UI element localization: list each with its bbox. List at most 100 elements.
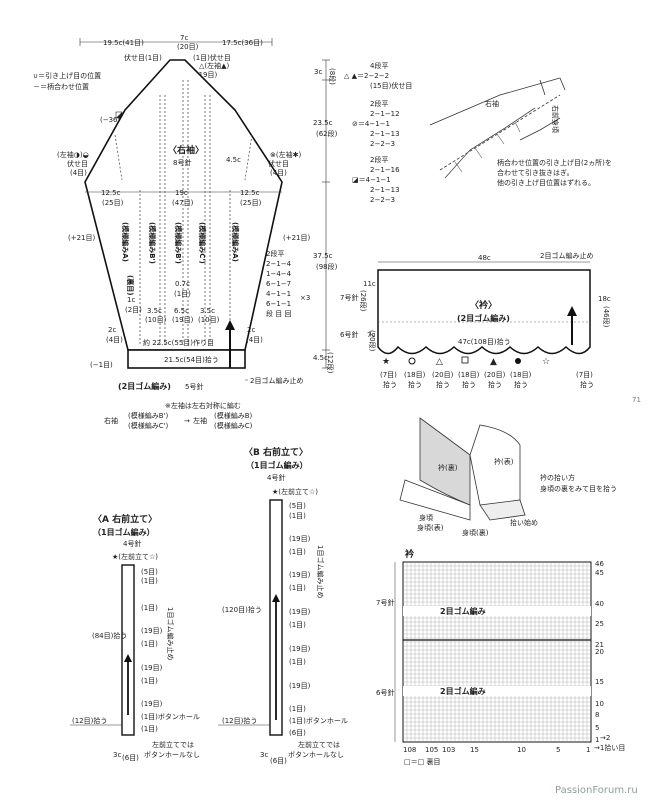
pick-5: (20目) [484,371,506,379]
marker-circle-icon [408,357,416,365]
collar-needle-6: 6号針 [340,330,358,339]
collar-chart: 衿 2目ゴム編み 2目ゴム編み 7号針 6号針 46 45 40 25 21 2… [376,548,625,766]
band-b-edge: 1目ゴム編み止め [316,545,325,598]
bottom-part-1: 3.5c [147,307,162,315]
col-108: 108 [403,746,416,754]
row-20: 20 [595,648,604,656]
pickup-how-2: 身頃の裏をみて目を拾う [540,484,617,493]
collar-bottom-pickup: 47c(108目)拾う [458,337,511,346]
pick-6: (18目) [510,371,532,379]
row-45: 45 [595,569,604,577]
dim-2-stitches: (2目) [125,306,142,314]
pick-2: (18目) [404,371,426,379]
yoke-note-1: 柄合わせ位置の引き上げ目(2ヵ所)を [497,158,612,167]
sleeve-title: 〈右袖〉 [168,144,204,156]
pick-3: (20目) [432,371,454,379]
row-8: 8 [595,711,599,719]
dim-top-center-stitches: (20目) [177,43,199,51]
pick-3-label: 拾う [436,380,450,389]
dim-2c-right: 2c [247,326,255,334]
label-left-sleeve-triangle: △(左袖▲) [199,61,229,70]
dim-2c-left: 2c [108,326,116,334]
band-b-ones-3: (1目) [289,548,306,556]
rule3-line3: 2−1−13 [370,186,400,194]
collar-46-rows: (46段) [602,306,611,328]
rule1-line2: (15目)伏せ目 [370,81,412,90]
dim-width-right: 12.5c [240,189,260,197]
band-a-width-stitches: (6目) [122,754,139,762]
sleeve-diagram: 19.5c(41目) 7c (20目) 17.5c(36目) 伏せ目(1目) (… [33,34,412,430]
chart-band-label-bottom: 2目ゴム編み [440,686,486,696]
pickup-start: 拾い始め [510,518,538,527]
chart-band-label-top: 2目ゴム編み [440,606,486,616]
pattern-label-bprime-1: (模様編みB') [148,222,157,264]
rule3-line4: 2−2−3 [370,196,395,204]
pickup-how-1: 衿の拾い方 [540,473,575,482]
pattern-label-cprime: (模様編みC') [198,222,207,264]
height-12-rows: (12段) [326,352,335,374]
band-b-title: 〈B 右前立て〉 [244,446,308,458]
band-a-pick: (84目)拾う [92,631,127,640]
pick-5-label: 拾う [488,380,502,389]
dim-top-center: 7c [180,34,188,42]
bottom-part-2-stitches: (19目) [172,316,194,324]
cuff-needle: 5号針 [185,382,203,391]
band-a-ones-5: (19目) [141,664,163,672]
collar-direction-arrow-icon [567,306,577,316]
band-b-ones-12: (1目) [289,705,306,713]
dim-width-center-stitches: (47目) [172,199,194,207]
label-bindoff-side-right: 伏せ目 [268,159,289,168]
collar-top-bindoff: 2目ゴム編み止め [540,251,593,260]
band-b-note-2: ボタンホールなし [288,750,344,759]
pick-6-label: 拾う [514,380,528,389]
yoke-note-2: 合わせて引き抜きはぎ。 [497,168,574,177]
dim-width-center: 19c [175,189,188,197]
row-1: 1 [595,736,599,744]
row-40: 40 [595,600,604,608]
col-15: 15 [470,746,479,754]
band-b-arrow-icon [272,594,280,602]
band-b-pick2: (12目)拾う [222,716,257,725]
marker-triangle-filled-icon: ▲ [490,357,497,367]
minus-one-stitch: (−1目) [90,361,113,369]
col-5: 5 [556,746,560,754]
pattern-label-a-left: (模様編みA) [121,222,130,262]
dim-top-right: 17.5c(36目) [222,39,263,47]
bottom-part-1-stitches: (10目) [145,316,167,324]
marker-star-icon: ★ [382,357,390,367]
collar-ura: 衿(裏) [438,463,458,472]
left-sleeve-mark: (左袖◑)◒ [57,150,89,159]
height-98-rows: (98段) [316,262,338,271]
label-minus-36: (−36目) [100,116,128,124]
pick-1: (7目) [380,371,397,379]
band-b-ones-13: (6目) [289,729,306,737]
band-a-ones-2: (1目) [141,604,158,612]
inc-times: ×3 [300,294,310,302]
band-b-stitch: （1目ゴム編み） [246,460,308,470]
legend-pullup: ∪＝引き上げ目の位置 [33,71,101,80]
pick-4: (18目) [458,371,480,379]
height-8-rows: (8段) [328,68,337,85]
label-bindoff-right: (1目)伏せ目 [193,53,231,62]
band-a-ones-9: (1目) [141,725,158,733]
band-a-diagram: 〈A 右前立て〉 （1目ゴム編み） 4号針 ★(左前立て☆) (5目) (1目)… [70,513,200,762]
front-ura: 身頃(裏) [462,528,489,537]
label-4-stitches-left: (4目) [70,169,87,177]
dim-top-left: 19.5c(41目) [103,39,144,47]
collar-11c: 11c [363,280,376,288]
pick-1-label: 拾う [383,380,397,389]
yoke-join-sketch: 右袖 右前身頃 柄合わせ位置の引き上げ目(2ヵ所)を 合わせて引き抜きはぎ。 他… [429,77,612,187]
collar-20-rows: (20段) [368,330,377,352]
swap-b: (模様編みB) [214,411,253,420]
band-a-ones-3: (19目) [141,627,163,635]
pick-7: (7目) [576,371,593,379]
dim-0-7c: 0.7c [175,280,190,288]
band-a-ones-0: (5目) [141,568,158,576]
marker-star-outline-icon: ☆ [542,357,550,367]
band-b-ones-5: (1目) [289,584,306,592]
swap-c: (模様編みC) [214,421,253,430]
row-15: 15 [595,678,604,686]
collar-26-rows: (26段) [359,290,368,312]
chart-arrow2: →2 [600,734,610,742]
